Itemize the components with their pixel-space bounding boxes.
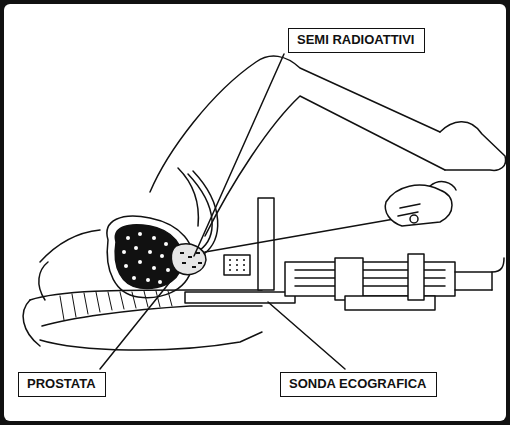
radioactive-seeds (180, 252, 202, 268)
leader-line (268, 302, 345, 369)
probe-cable (491, 272, 493, 290)
ultrasound-probe (185, 292, 295, 303)
prostate-gland (171, 244, 206, 275)
needle (205, 218, 400, 252)
stepper-carriage (335, 258, 363, 300)
grid-dots (229, 259, 245, 271)
pelvis-curve (178, 168, 198, 226)
rectum-curve (23, 300, 40, 346)
perineal-grid (224, 255, 250, 275)
label-box: SEMI RADIOATTIVI (288, 28, 425, 53)
label-box: PROSTATA (18, 372, 106, 397)
bladder-dots (122, 232, 176, 284)
probe-handle (455, 258, 504, 290)
label-text: SEMI RADIOATTIVI (297, 32, 416, 48)
hand-fingers (398, 182, 456, 216)
needle-template (258, 198, 274, 290)
torso-outline (39, 262, 48, 300)
stepper-knob (408, 254, 424, 300)
needle-plunger (410, 215, 418, 223)
buttock-outline (40, 332, 262, 350)
leader-line (100, 272, 178, 369)
urethra-line (188, 174, 212, 250)
label-text: PROSTATA (27, 376, 97, 392)
label-text: SONDA ECOGRAFICA (289, 376, 428, 392)
rectum-folds (60, 291, 172, 320)
abdomen-outline (40, 230, 100, 262)
foot-outline (440, 122, 506, 171)
hand (385, 185, 452, 226)
label-box: SONDA ECOGRAFICA (280, 372, 437, 397)
leader-line (194, 54, 284, 256)
stepper-body (285, 262, 455, 296)
